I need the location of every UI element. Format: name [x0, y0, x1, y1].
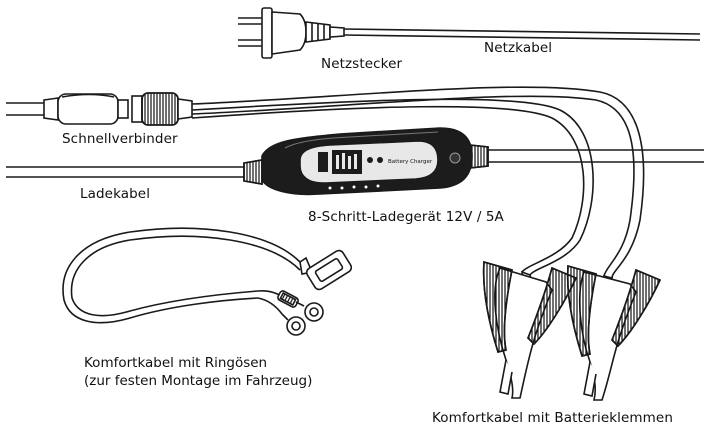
label-mains-plug: Netzstecker — [321, 56, 403, 72]
label-quick-connector: Schnellverbinder — [62, 131, 178, 147]
label-battery-clamp-cable: Komfortkabel mit Batterieklemmen — [432, 410, 673, 426]
charger-device — [243, 127, 489, 196]
label-charge-cable: Ladekabel — [80, 186, 151, 202]
ring-eye-cable — [62, 227, 353, 336]
clamp-cable-main — [191, 86, 645, 279]
quick-connector-cable — [6, 92, 193, 126]
label-ring-eye-cable-line2: (zur festen Montage im Fahrzeug) — [84, 373, 313, 389]
label-mains-cable: Netzkabel — [484, 40, 553, 56]
charge-cable — [6, 149, 704, 178]
label-ring-eye-cable: Komfortkabel mit Ringösen (zur festen Mo… — [84, 354, 312, 390]
battery-clamp-left — [482, 260, 578, 399]
battery-clamp-right — [566, 264, 662, 401]
label-charger: 8-Schritt-Ladegerät 12V / 5A — [308, 209, 504, 225]
charger-brand-text: Battery Charger — [388, 159, 433, 165]
mains-plug — [238, 7, 345, 59]
label-ring-eye-cable-line1: Komfortkabel mit Ringösen — [84, 355, 268, 371]
mains-cable — [343, 28, 701, 41]
